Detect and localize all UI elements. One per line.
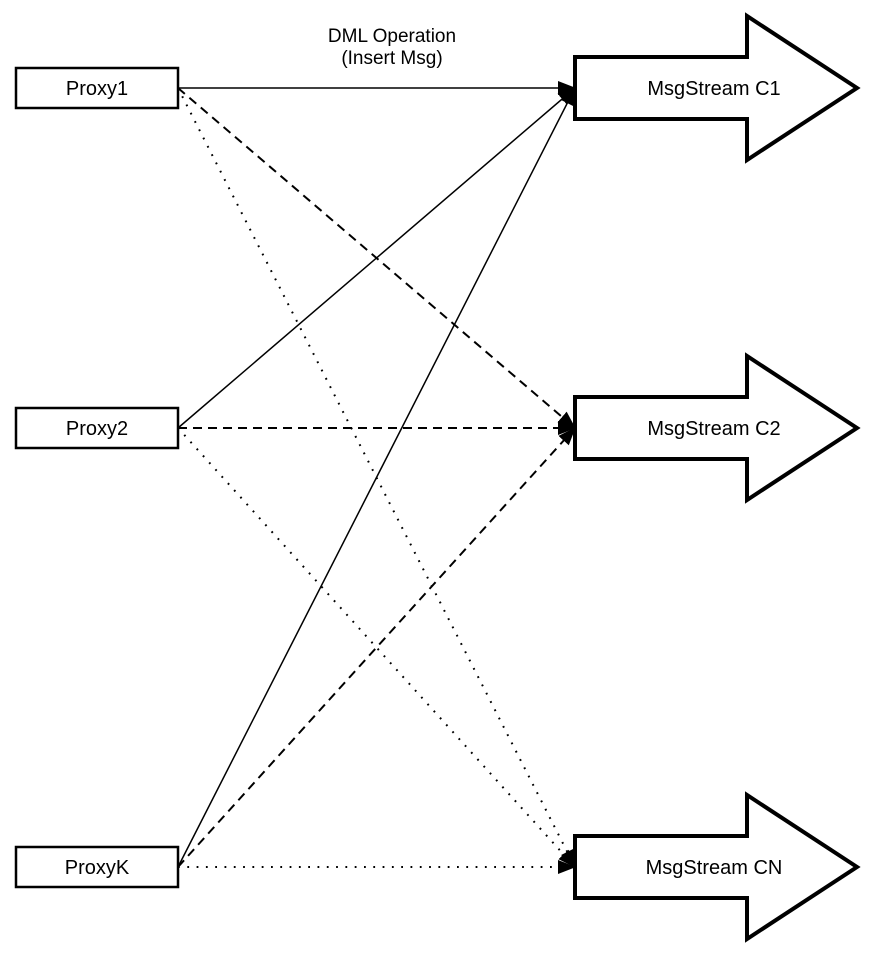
proxyk-box: [14, 845, 180, 889]
proxy2-label: Proxy2: [66, 418, 128, 440]
msgstream-c2-arrow-shape: [573, 352, 861, 504]
node-msgstream-cn: MsgStream CN: [573, 791, 861, 943]
node-proxy1: Proxy1: [14, 66, 180, 110]
title-line1: DML Operation: [328, 26, 456, 47]
node-proxyk: ProxyK: [14, 845, 180, 889]
proxy2-box: [14, 406, 180, 450]
msgstream-c1-arrow-shape: [573, 12, 861, 164]
msgstream-cn-label: MsgStream CN: [646, 857, 783, 879]
msgstream-cn-arrow-shape: [573, 791, 861, 943]
node-msgstream-c1: MsgStream C1: [573, 12, 861, 164]
edge-proxyk-c2: [177, 427, 576, 868]
msgstream-c2-label: MsgStream C2: [647, 418, 780, 440]
edge-proxyk-c1: [177, 87, 576, 868]
msgstream-c1-label: MsgStream C1: [647, 78, 780, 100]
proxy1-box: [14, 66, 180, 110]
proxy1-label: Proxy1: [66, 78, 128, 100]
node-msgstream-c2: MsgStream C2: [573, 352, 861, 504]
proxyk-label: ProxyK: [65, 857, 130, 879]
title-line2: (Insert Msg): [341, 48, 442, 69]
node-proxy2: Proxy2: [14, 406, 180, 450]
edge-proxy2-cn: [177, 427, 576, 868]
edges-layer: [177, 81, 576, 874]
edge-proxy2-c1: [177, 87, 576, 429]
